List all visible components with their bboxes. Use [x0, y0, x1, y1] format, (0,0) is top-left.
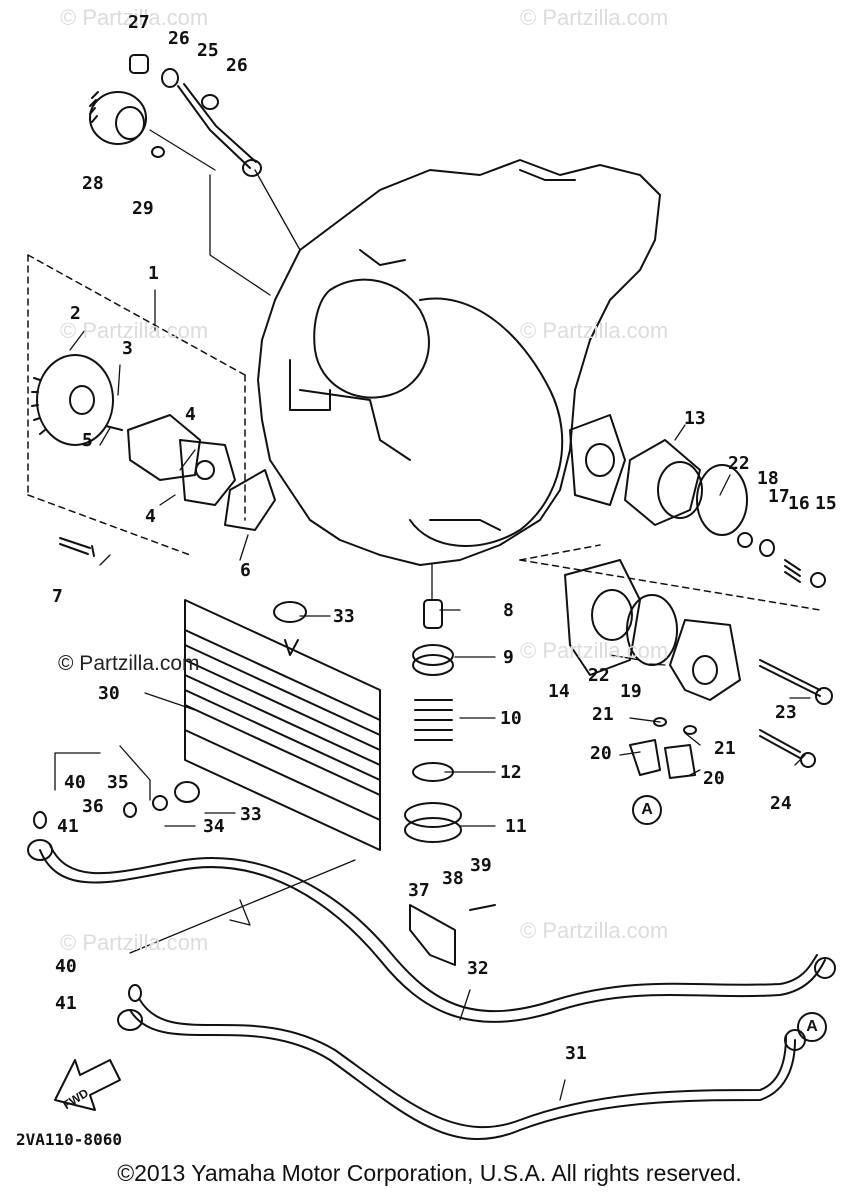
part-label: 1 [148, 263, 159, 284]
watermark: © Partzilla.com [58, 652, 200, 675]
part-label: 29 [132, 198, 154, 219]
part-label: 6 [240, 560, 251, 581]
part-label: 14 [548, 681, 570, 702]
oil-filter-drawing [564, 414, 833, 779]
part-label: 38 [442, 868, 464, 889]
part-label: 33 [333, 606, 355, 627]
oil-pump-drawing [31, 354, 276, 557]
oil-pump-frame [27, 254, 821, 611]
strainer-gear-drawing [89, 54, 262, 177]
connector-callout: A [632, 795, 662, 825]
diagram-code: 2VA110-8060 [16, 1130, 122, 1149]
fwd-arrow-drawing [54, 1059, 121, 1111]
part-label: 34 [203, 816, 225, 837]
part-label: 2 [70, 303, 81, 324]
part-label: 21 [592, 704, 614, 725]
part-label: 20 [703, 768, 725, 789]
part-label: 40 [55, 956, 77, 977]
part-label: 5 [82, 430, 93, 451]
part-label: 40 [64, 772, 86, 793]
part-label: 12 [500, 762, 522, 783]
crankcase-drawing [257, 159, 661, 566]
part-label: 26 [168, 28, 190, 49]
part-label: 18 [757, 468, 779, 489]
part-label: 22 [588, 665, 610, 686]
relief-valve-drawing [404, 599, 462, 843]
part-label: 22 [728, 453, 750, 474]
part-label: 27 [128, 12, 150, 33]
oil-cooler-drawing [123, 599, 381, 851]
part-label: 28 [82, 173, 104, 194]
leader-lines [54, 129, 811, 1101]
part-label: 9 [503, 647, 514, 668]
part-label: 20 [590, 743, 612, 764]
part-label: 4 [145, 506, 156, 527]
part-label: 13 [684, 408, 706, 429]
part-label: 10 [500, 708, 522, 729]
part-label: 41 [57, 816, 79, 837]
part-label: 39 [470, 855, 492, 876]
oil-hoses-drawing [27, 811, 836, 1140]
part-label: 3 [122, 338, 133, 359]
part-label: 36 [82, 796, 104, 817]
part-label: 25 [197, 40, 219, 61]
part-label: 37 [408, 880, 430, 901]
connector-callout: A [797, 1012, 827, 1042]
part-label: 16 [788, 493, 810, 514]
part-label: 24 [770, 793, 792, 814]
part-label: 11 [505, 816, 527, 837]
part-label: 7 [52, 586, 63, 607]
part-label: 35 [107, 772, 129, 793]
part-label: 33 [240, 804, 262, 825]
part-label: 31 [565, 1043, 587, 1064]
part-label: 21 [714, 738, 736, 759]
part-label: 8 [503, 600, 514, 621]
part-label: 26 [226, 55, 248, 76]
copyright-notice: ©2013 Yamaha Motor Corporation, U.S.A. A… [117, 1160, 742, 1186]
part-label: 17 [768, 486, 790, 507]
part-label: 19 [620, 681, 642, 702]
part-label: 32 [467, 958, 489, 979]
part-label: 41 [55, 993, 77, 1014]
part-label: 15 [815, 493, 837, 514]
part-label: 30 [98, 683, 120, 704]
part-label: 4 [185, 404, 196, 425]
part-label: 23 [775, 702, 797, 723]
